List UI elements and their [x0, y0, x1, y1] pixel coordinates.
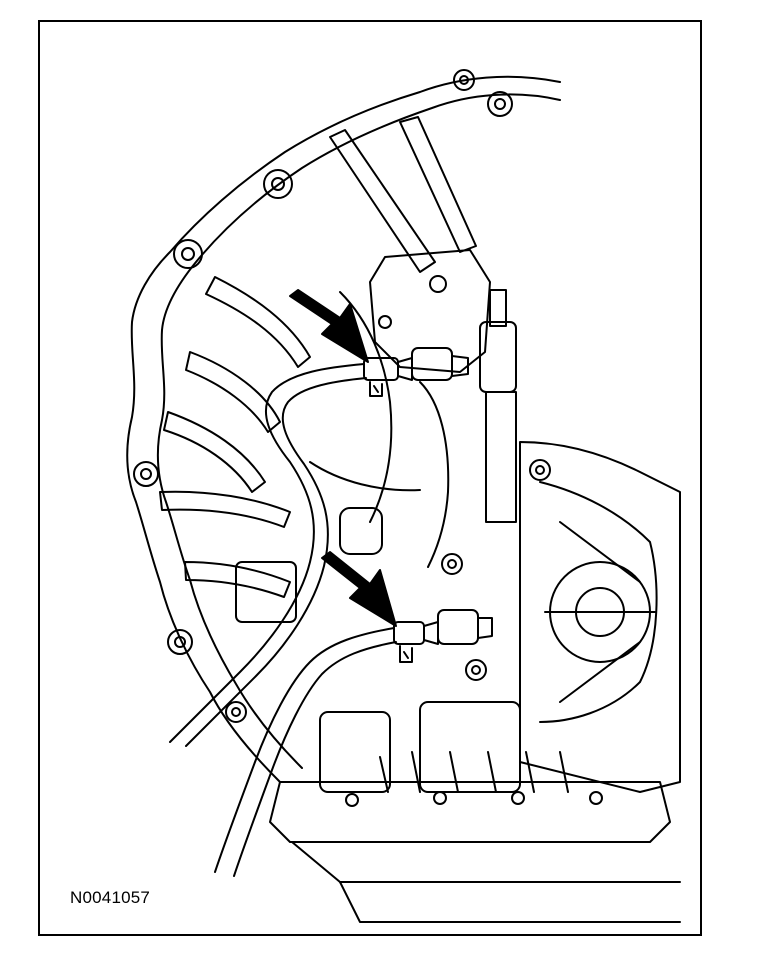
lower-hose-clamp-arrow [321, 551, 397, 627]
oil-pan [269, 751, 681, 923]
transmission-line-drawing [126, 69, 681, 923]
transmission-case [235, 249, 681, 793]
lower-fitting [393, 609, 493, 663]
bell-housing [126, 69, 561, 783]
upper-hose-clamp-arrow [289, 289, 369, 363]
upper-hose-clamp [369, 381, 383, 397]
figure-frame: N0041057 [38, 20, 702, 936]
housing-ribs [159, 116, 477, 598]
figure-id-label: N0041057 [70, 888, 151, 907]
lower-hose-clamp [399, 645, 413, 663]
upper-fitting [363, 347, 469, 397]
cooler-lines [169, 363, 397, 877]
